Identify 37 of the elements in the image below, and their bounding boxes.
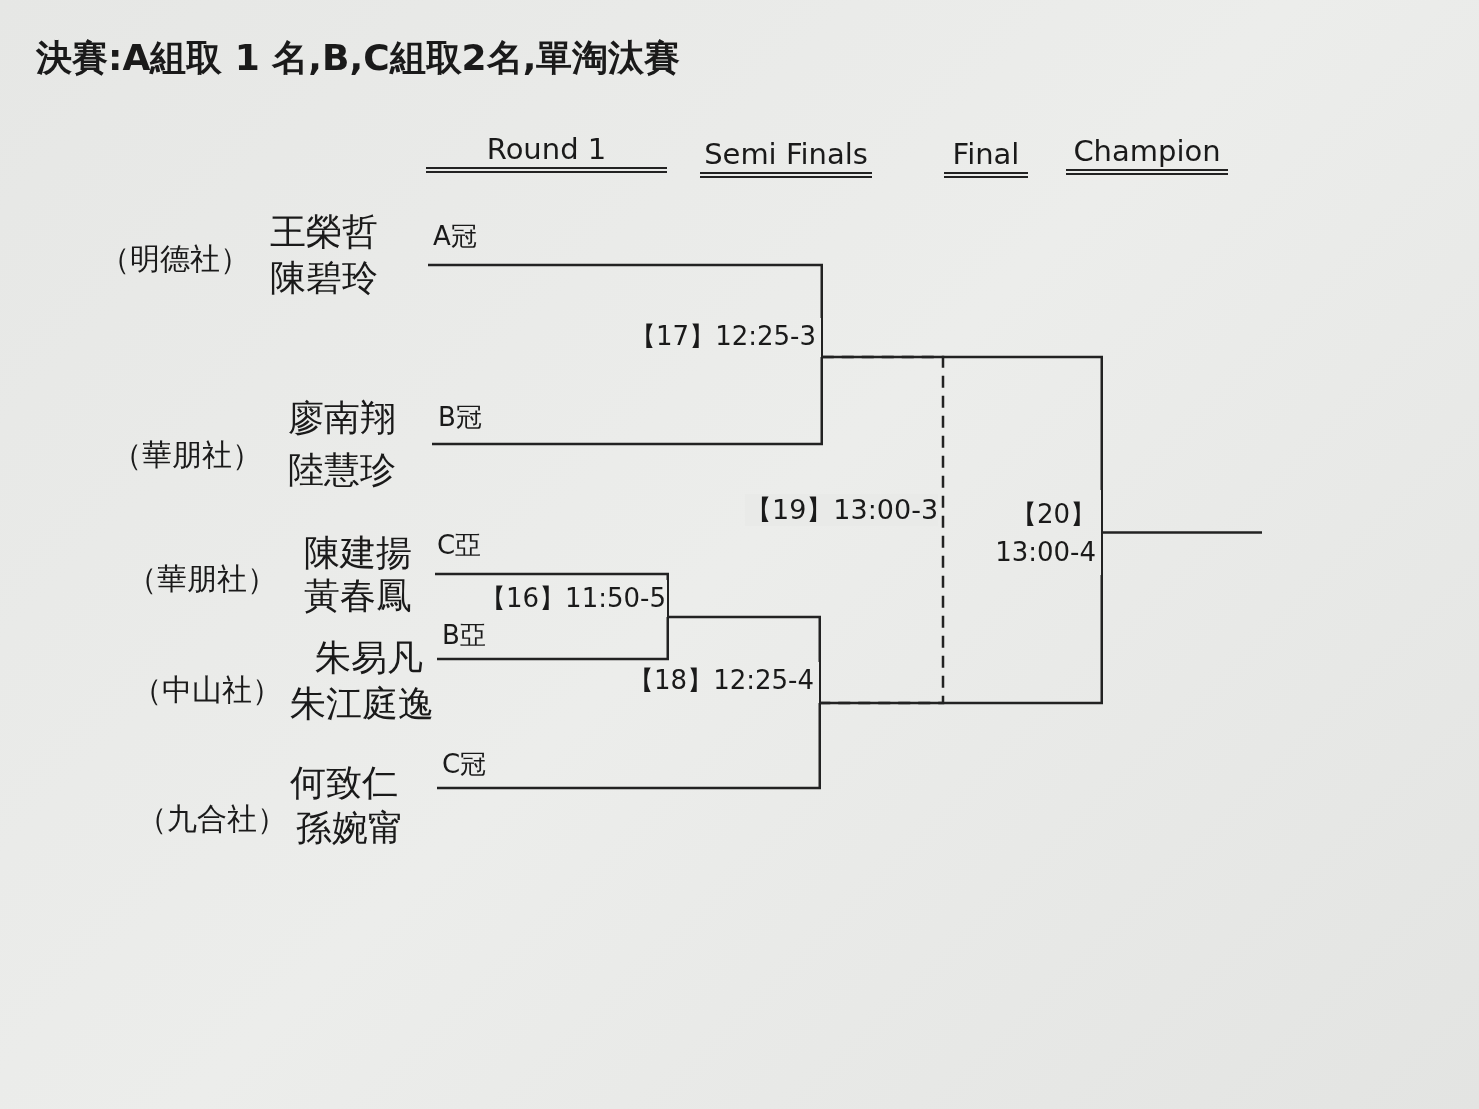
column-header: Semi Finals <box>700 137 872 178</box>
column-header: Round 1 <box>426 132 667 173</box>
bracket-line <box>667 615 821 662</box>
club-name: （明德社） <box>100 242 250 275</box>
match-label: 【20】 13:00-4 <box>968 490 1103 575</box>
club-name: （華朋社） <box>127 562 277 595</box>
player-name: 廖南翔 <box>288 398 396 438</box>
seed-label: B冠 <box>438 403 482 432</box>
player-name: 王榮哲 <box>270 212 378 252</box>
seed-label: C冠 <box>442 750 487 779</box>
player-name: 陳建揚 <box>304 533 412 573</box>
seed-label: A冠 <box>433 222 477 251</box>
player-name: 朱江庭逸 <box>290 684 434 724</box>
player-name: 孫婉甯 <box>296 808 404 848</box>
match-label: 【16】11:50-5 <box>480 580 669 617</box>
player-name: 陸慧珍 <box>288 450 396 490</box>
dashed-bracket-line <box>819 355 945 705</box>
match-label: 【17】12:25-3 <box>612 318 823 357</box>
player-name: 黃春鳳 <box>304 576 412 616</box>
title: 決賽:A組取 1 名,B,C組取2名,單淘汰賽 <box>36 36 681 80</box>
bracket-line <box>428 263 823 318</box>
seed-label: B亞 <box>442 621 486 650</box>
player-name: 何致仁 <box>290 763 398 803</box>
player-name: 陳碧玲 <box>270 258 378 298</box>
column-header: Champion <box>1066 134 1228 175</box>
player-name: 朱易凡 <box>315 638 423 678</box>
column-header: Final <box>944 137 1028 178</box>
club-name: （華朋社） <box>112 438 262 471</box>
bracket-line <box>432 357 823 446</box>
bracket-line <box>437 703 821 790</box>
bracket-line <box>437 617 669 661</box>
bracket-line <box>1103 531 1262 534</box>
bracket-line <box>435 572 669 580</box>
seed-label: C亞 <box>437 531 482 560</box>
match-label: 【18】12:25-4 <box>610 662 821 703</box>
club-name: （中山社） <box>132 673 282 706</box>
club-name: （九合社） <box>137 802 287 835</box>
